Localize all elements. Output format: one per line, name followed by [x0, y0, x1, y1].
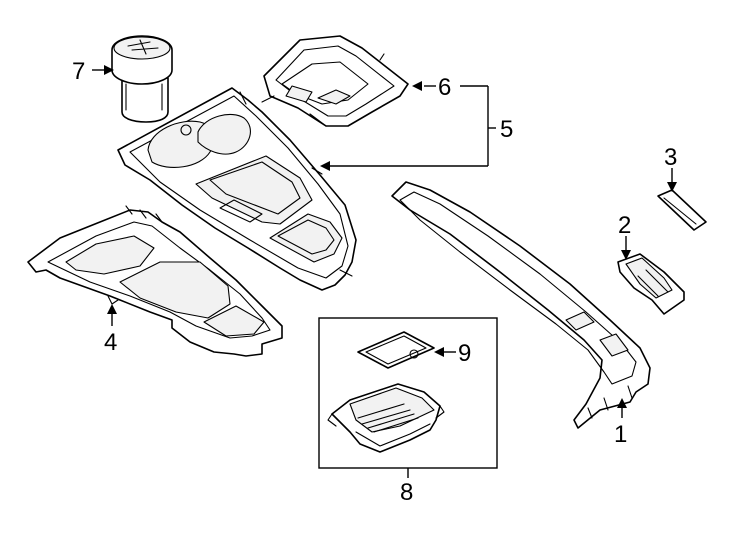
console-trim-panel-part[interactable] — [117, 87, 357, 291]
callout-1: 1 — [614, 421, 627, 448]
callout-5: 5 — [500, 116, 513, 143]
callout-8: 8 — [400, 479, 413, 506]
side-trim-panel-part[interactable] — [391, 181, 651, 429]
callout-9: 9 — [458, 340, 471, 367]
callout-2: 2 — [618, 212, 631, 239]
strip-pad-part[interactable] — [657, 189, 707, 231]
shifter-bezel-part[interactable] — [261, 35, 409, 127]
callout-3: 3 — [664, 144, 677, 171]
callout-6: 6 — [438, 74, 451, 101]
callout-7: 7 — [72, 58, 85, 85]
lower-console-panel-part[interactable] — [27, 205, 283, 357]
small-tray-part[interactable] — [617, 253, 685, 315]
shift-knob-part[interactable] — [111, 35, 173, 123]
callout-4: 4 — [104, 329, 117, 356]
storage-bin-part[interactable] — [327, 383, 445, 453]
storage-mat-part[interactable] — [357, 331, 435, 369]
leader-lines — [92, 65, 677, 478]
